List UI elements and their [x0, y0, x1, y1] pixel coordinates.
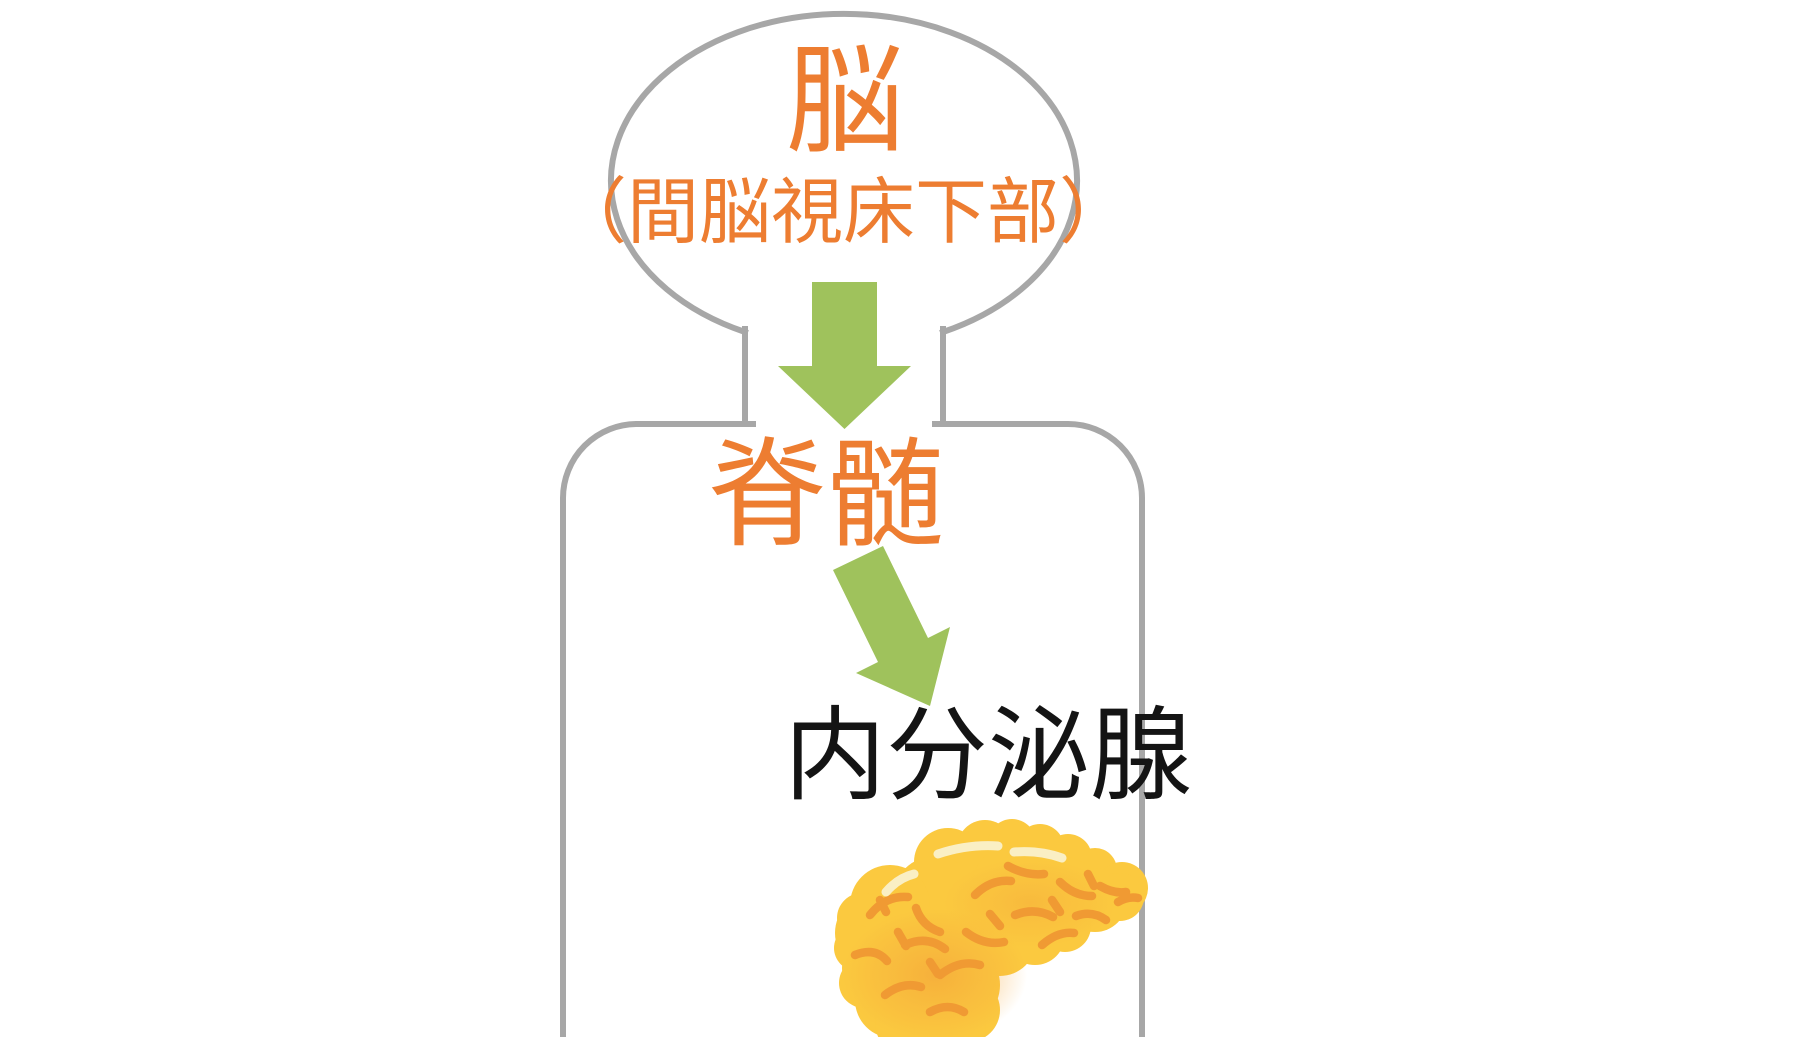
brain-label: 脳	[785, 32, 905, 170]
pancreas-shading-tail	[944, 859, 1116, 947]
spinal-cord-label: 脊髄	[707, 426, 945, 564]
pancreas-texture	[850, 861, 1143, 1017]
body-right-outline	[932, 421, 1145, 1037]
body-left-outline	[560, 421, 756, 1037]
head-outline	[608, 10, 1080, 336]
down-arrow-icon	[778, 282, 911, 429]
endocrine-gland-label: 内分泌腺	[784, 697, 1192, 816]
figure-outline-group	[560, 10, 1145, 1037]
pancreas-illustration	[834, 819, 1148, 1037]
pancreas-highlights	[881, 841, 1067, 897]
down-right-arrow-icon	[833, 546, 950, 706]
brain-region-label: （間脳視床下部）	[554, 170, 1132, 254]
